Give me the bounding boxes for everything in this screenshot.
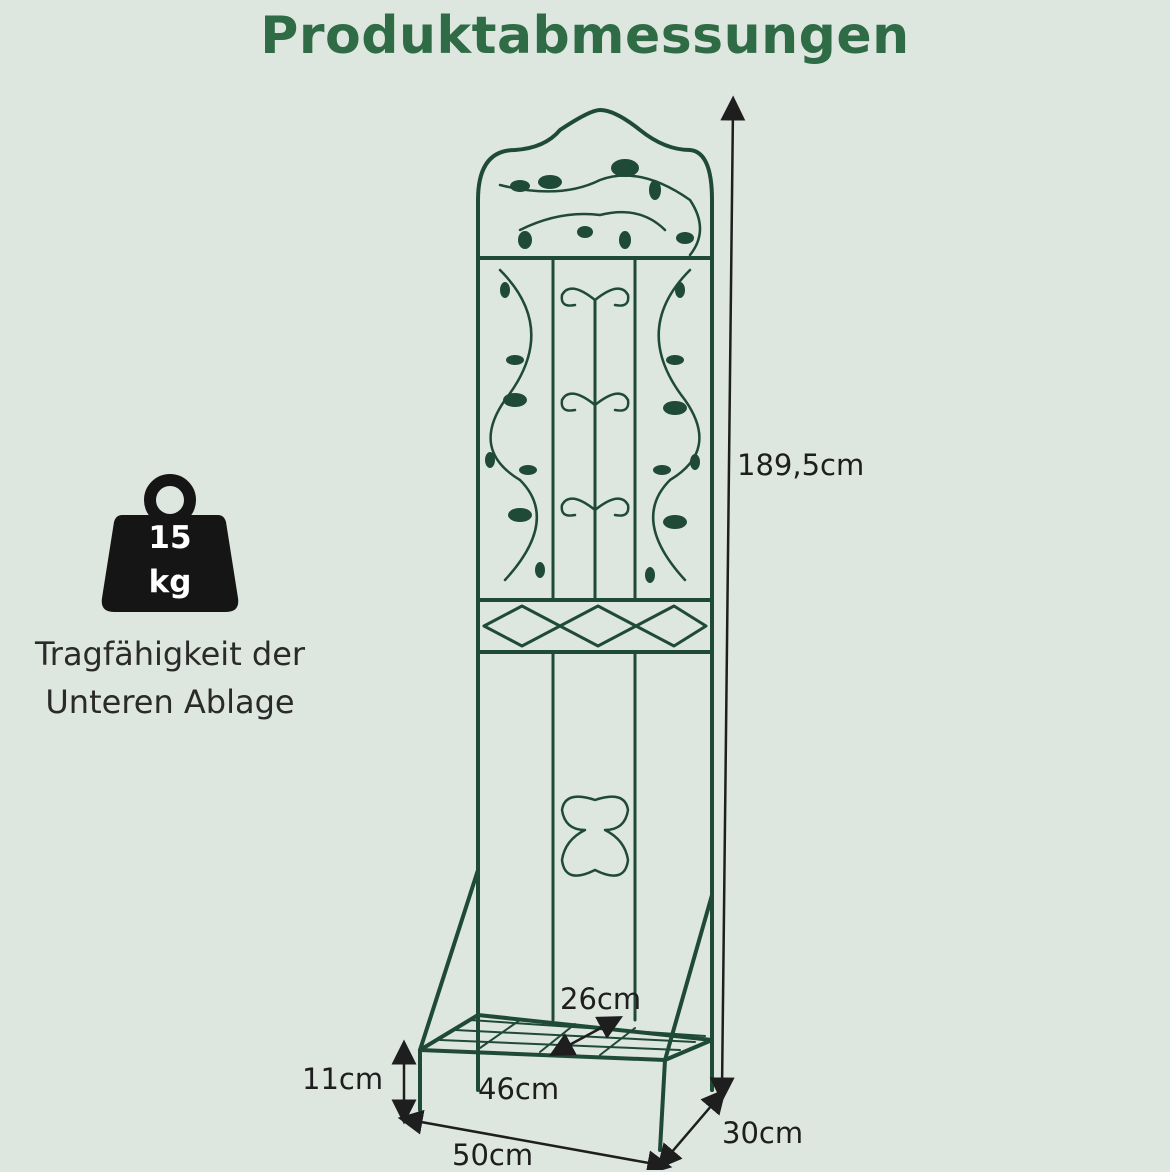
height-label: 189,5cm xyxy=(737,448,865,482)
base-width-label: 50cm xyxy=(452,1138,534,1172)
inner-depth-arrow xyxy=(548,1016,624,1056)
base-depth-arrow xyxy=(656,1088,727,1170)
dimension-lines xyxy=(391,95,746,1170)
leaf-decorations xyxy=(485,159,700,583)
caption-line-2: Unteren Ablage xyxy=(45,683,295,721)
load-capacity-caption: Tragfähigkeit der Unteren Ablage xyxy=(0,630,340,726)
shelf-height-label: 11cm xyxy=(302,1062,384,1096)
inner-width-label: 46cm xyxy=(478,1072,560,1106)
weight-unit: kg xyxy=(148,564,192,600)
base-depth-label: 30cm xyxy=(722,1116,804,1150)
weight-icon xyxy=(101,474,239,612)
weight-value: 15 xyxy=(148,520,192,556)
caption-line-1: Tragfähigkeit der xyxy=(34,635,306,673)
base-width-arrow xyxy=(397,1109,673,1170)
height-arrow xyxy=(709,95,746,1103)
inner-depth-label: 26cm xyxy=(560,982,642,1016)
page-title: Produktabmessungen xyxy=(260,6,910,66)
